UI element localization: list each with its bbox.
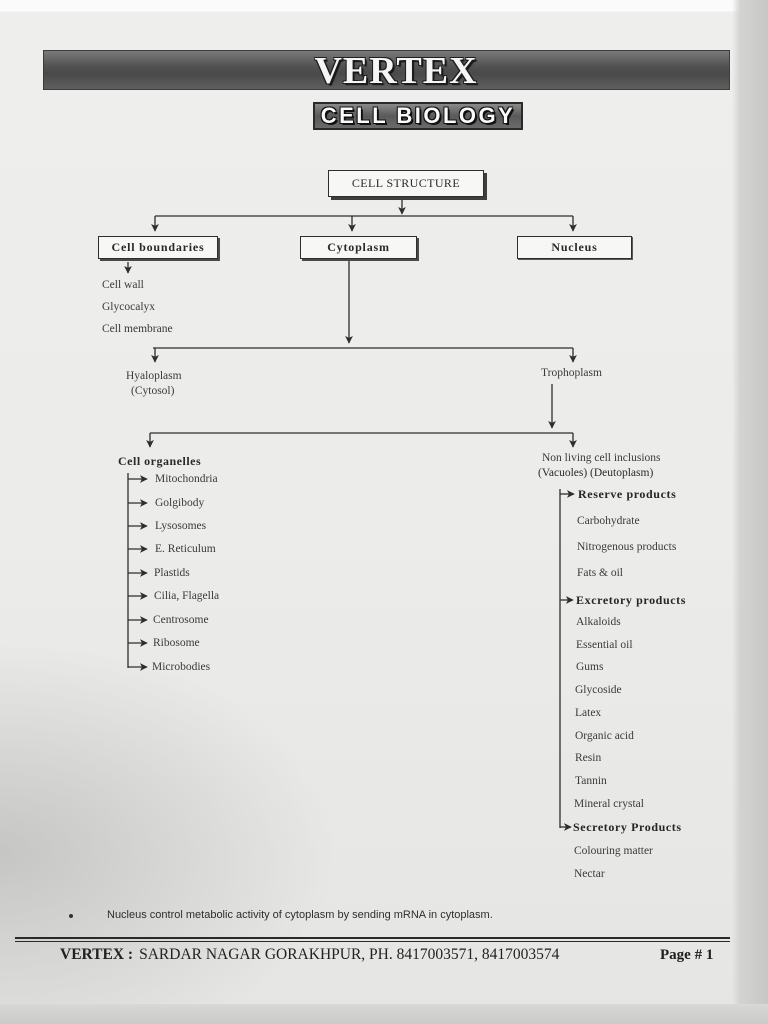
cell-boundary-item: Glycocalyx xyxy=(102,301,156,313)
organelle-item: Microbodies xyxy=(152,661,211,673)
secretory-product-item: Colouring matter xyxy=(574,845,653,857)
inclusions-alias: (Vacuoles) (Deutoplasm) xyxy=(538,467,654,479)
node-nucleus: Nucleus xyxy=(517,236,632,259)
organelle-item: Lysosomes xyxy=(155,520,207,532)
organelle-item: Plastids xyxy=(154,567,190,579)
subject-banner xyxy=(313,102,523,130)
brand-title: VERTEX xyxy=(314,50,478,92)
excretory-product-item: Gums xyxy=(576,661,604,673)
node-cell-boundaries: Cell boundaries xyxy=(98,236,218,259)
brand-banner xyxy=(43,50,730,90)
organelle-item: Mitochondria xyxy=(155,473,218,485)
reserve-product-item: Carbohydrate xyxy=(577,515,640,527)
bullet-icon xyxy=(69,914,73,918)
subject-title: CELL BIOLOGY xyxy=(320,103,516,128)
excretory-product-item: Organic acid xyxy=(575,730,634,742)
footer-divider xyxy=(15,937,730,942)
excretory-products-heading: Excretory products xyxy=(576,593,687,607)
reserve-products-heading: Reserve products xyxy=(578,487,677,501)
organelle-item: Ribosome xyxy=(153,637,200,649)
cell-boundary-item: Cell membrane xyxy=(102,323,173,335)
reserve-product-item: Fats & oil xyxy=(577,567,624,579)
secretory-product-item: Nectar xyxy=(574,868,605,880)
footer-address-line: VERTEX : SARDAR NAGAR GORAKHPUR, PH. 8417… xyxy=(60,945,559,965)
footer-address: SARDAR NAGAR GORAKHPUR, PH. 8417003571, … xyxy=(139,946,560,963)
footnote: Nucleus control metabolic activity of cy… xyxy=(107,909,493,921)
trophoplasm-label: Trophoplasm xyxy=(541,367,602,379)
hyaloplasm-label: Hyaloplasm xyxy=(126,370,182,382)
organelle-item: Centrosome xyxy=(153,614,209,626)
excretory-product-item: Alkaloids xyxy=(576,616,621,628)
excretory-product-item: Resin xyxy=(575,752,602,764)
node-cytoplasm: Cytoplasm xyxy=(300,236,417,259)
organelle-item: Cilia, Flagella xyxy=(154,590,220,602)
excretory-product-item: Latex xyxy=(575,707,602,719)
organelle-item: Golgibody xyxy=(155,497,205,509)
excretory-product-item: Mineral crystal xyxy=(574,798,644,810)
reserve-product-item: Nitrogenous products xyxy=(577,541,677,553)
inclusions-heading: Non living cell inclusions xyxy=(542,452,661,464)
cell-boundary-item: Cell wall xyxy=(102,279,144,291)
organelle-item: E. Reticulum xyxy=(155,543,216,555)
excretory-product-item: Tannin xyxy=(575,775,607,787)
footer-org: VERTEX : xyxy=(60,946,134,963)
page-number: Page # 1 xyxy=(660,947,714,963)
secretory-products-heading: Secretory Products xyxy=(573,820,682,834)
cytosol-label: (Cytosol) xyxy=(131,385,175,397)
excretory-product-item: Essential oil xyxy=(576,639,633,651)
excretory-product-item: Glycoside xyxy=(575,684,622,696)
node-cell-structure: CELL STRUCTURE xyxy=(328,170,484,197)
cell-organelles-heading: Cell organelles xyxy=(118,454,202,468)
